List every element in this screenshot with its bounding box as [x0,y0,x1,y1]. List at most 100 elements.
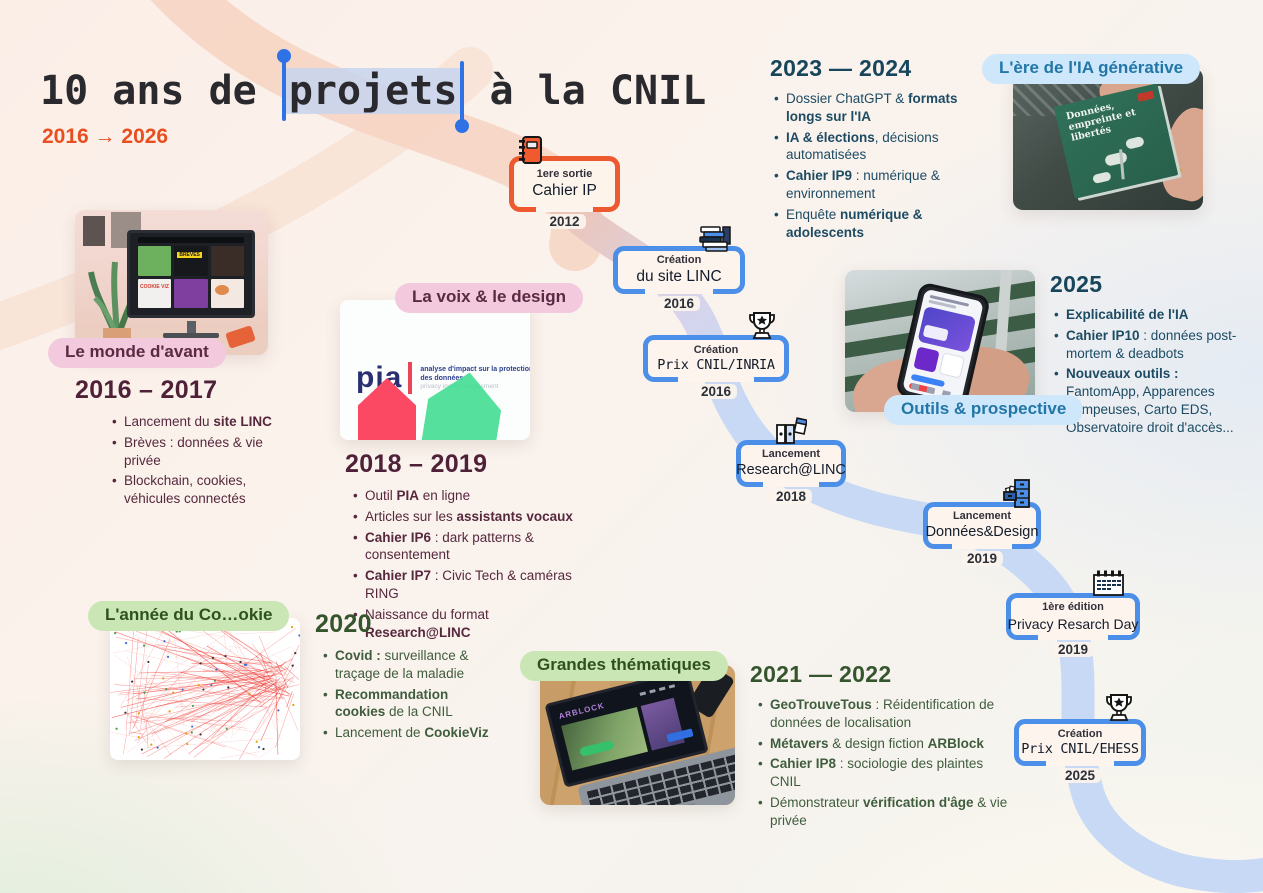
book-publisher-logo [1136,90,1155,102]
pia-logo-divider [408,362,413,394]
bullet-item: Articles sur les assistants vocaux [352,508,594,526]
section-heading: 2025 [1050,271,1103,297]
monitor-base [163,333,219,338]
milestone-label-main: Cahier IP [532,182,597,200]
bullet-item: Dossier ChatGPT & formats longs sur l'IA [773,90,988,126]
bullet-item: Covid : surveillance & traçage de la mal… [322,647,502,683]
trophy-icon [749,312,775,339]
bullet-item: Cahier IP6 : dark patterns & consentemen… [352,529,594,565]
badge-monde-avant: Le monde d'avant [48,338,226,368]
milestone-year: 2018 [769,489,813,504]
milestone-year: 2019 [1051,642,1095,657]
calendar-icon [1093,570,1124,596]
milestone-label-top: Lancement [761,448,821,461]
site-card [210,246,244,276]
milestone-label-main: Prix CNIL/EHESS [1021,740,1139,757]
books-icon [699,226,731,252]
cover-cloud [1104,151,1128,167]
milestone-label-main: Privacy Resarch Day [1007,615,1139,632]
purple-app-card [917,306,977,353]
title-post: à la CNIL [489,68,707,114]
selection-handle-end [455,119,470,133]
photo-cahier-ip-book: Données, empreinte et libertés [1013,68,1203,210]
photo-arblock-laptop: ARBLOCK [540,665,735,805]
cover-cloud [1092,171,1112,185]
section-2021-2022: 2021 — 2022 GeoTrouveTous : Réidentifica… [750,661,1012,833]
app-tile [913,346,940,373]
site-navbar [138,237,244,243]
section-2016-2017: 2016 – 2017 Lancement du site LINCBrèves… [75,376,290,511]
cookieviz-label: COOKIE VIZ [140,283,169,290]
bullet-item: Recommandation cookies de la CNIL [322,686,502,722]
arblock-nav [639,683,680,696]
bullet-list: Explicabilité de l'IACahier IP10 : donné… [1053,306,1255,437]
milestone-label-top: 1ère édition [1042,601,1104,614]
milestone-label-main: Prix CNIL/INRIA [657,356,775,373]
milestone-donnees-design: Lancement Données&Design 2019 [923,479,1041,566]
photo-phone-app [845,270,1035,412]
milestone-site-linc: Création du site LINC 2016 [613,226,745,311]
folders-icon [776,417,807,444]
site-card-grid: BRÈVES COOKIE VIZ [138,246,244,308]
site-card [210,278,244,308]
bullet-item: Cahier IP7 : Civic Tech & caméras RING [352,567,594,603]
milestone-label-top: Création [693,343,739,356]
title-highlight-word: projets [288,68,458,114]
milestone-label-top: Lancement [952,510,1012,523]
badge-voix-design: La voix & le design [395,283,583,313]
section-heading: 2023 — 2024 [770,55,912,81]
bullet-item: Lancement du site LINC [111,413,279,431]
cover-cloud [1124,135,1145,150]
badge-grandes-thematiques: Grandes thématiques [520,651,728,681]
arblock-side-image [640,697,685,751]
section-2025: 2025 Explicabilité de l'IACahier IP10 : … [1050,271,1258,440]
trophy-icon [1106,694,1132,721]
bullet-list: GeoTrouveTous : Réidentification de donn… [757,696,1012,830]
breves-label: BRÈVES [177,252,202,258]
site-card [138,246,172,276]
selection-caret-start [281,61,286,121]
milestone-label-top: Création [656,254,702,267]
pia-tagline-fr: analyse d'impact sur la protection des d… [420,366,530,382]
milestone-year: 2016 [657,296,701,311]
milestone-privacy-research-day: 1ère édition Privacy Resarch Day 2019 [1006,570,1140,657]
badge-ere-ia-generative: L'ère de l'IA générative [982,54,1201,84]
bullet-item: Naissance du format Research@LINC [352,606,594,642]
monitor: BRÈVES COOKIE VIZ [127,230,255,318]
selection-caret-end [460,61,465,121]
site-card-art [214,284,229,295]
site-card [174,278,208,308]
milestone-prix-cnil-inria: Création Prix CNIL/INRIA 2016 [643,312,789,399]
bullet-item: Métavers & design fiction ARBlock [757,735,1012,753]
milestone-label-main: Research@LINC [736,462,846,479]
milestone-cahier-ip: 1ere sortie Cahier IP 2012 [509,136,620,229]
section-2018-2019: 2018 – 2019 Outil PIA en ligneArticles s… [345,450,595,645]
title-pre: 10 ans de [40,68,257,114]
bullet-item: Outil PIA en ligne [352,487,594,505]
milestone-year: 2019 [960,551,1004,566]
bullet-list: Outil PIA en ligneArticles sur les assis… [352,487,594,642]
section-2020: 2020 Covid : surveillance & traçage de l… [315,610,505,745]
section-heading: 2018 – 2019 [345,450,488,478]
bullet-item: IA & élections, décisions automatisées [773,129,988,165]
milestone-year: 2025 [1058,768,1102,783]
monitor-stand [187,321,196,334]
bullet-list: Lancement du site LINCBrèves : données &… [111,413,279,508]
badge-annee-cookie: L'année du Co…okie [88,601,290,631]
milestone-year: 2012 [543,214,586,229]
photo-linc-site-desk: BRÈVES COOKIE VIZ [75,210,268,355]
page-title: 10 ans de projets à la CNIL [40,49,707,133]
bullet-item: Démonstrateur vérification d'âge & vie p… [757,794,1012,830]
bullet-item: Enquête numérique & adolescents [773,206,988,242]
site-card-cookieviz: COOKIE VIZ [138,278,172,308]
milestone-research-linc: Lancement Research@LINC 2018 [736,417,846,504]
milestone-label-main: Données&Design [925,524,1039,541]
photo-pia-card: pia analyse d'impact sur la protection d… [340,300,530,440]
card-inset [922,324,949,342]
wall-photo [83,216,105,246]
milestone-year: 2016 [694,384,738,399]
bullet-list: Dossier ChatGPT & formats longs sur l'IA… [773,90,988,242]
laptop: ARBLOCK [540,665,735,805]
bullet-item: GeoTrouveTous : Réidentification de donn… [757,696,1012,732]
